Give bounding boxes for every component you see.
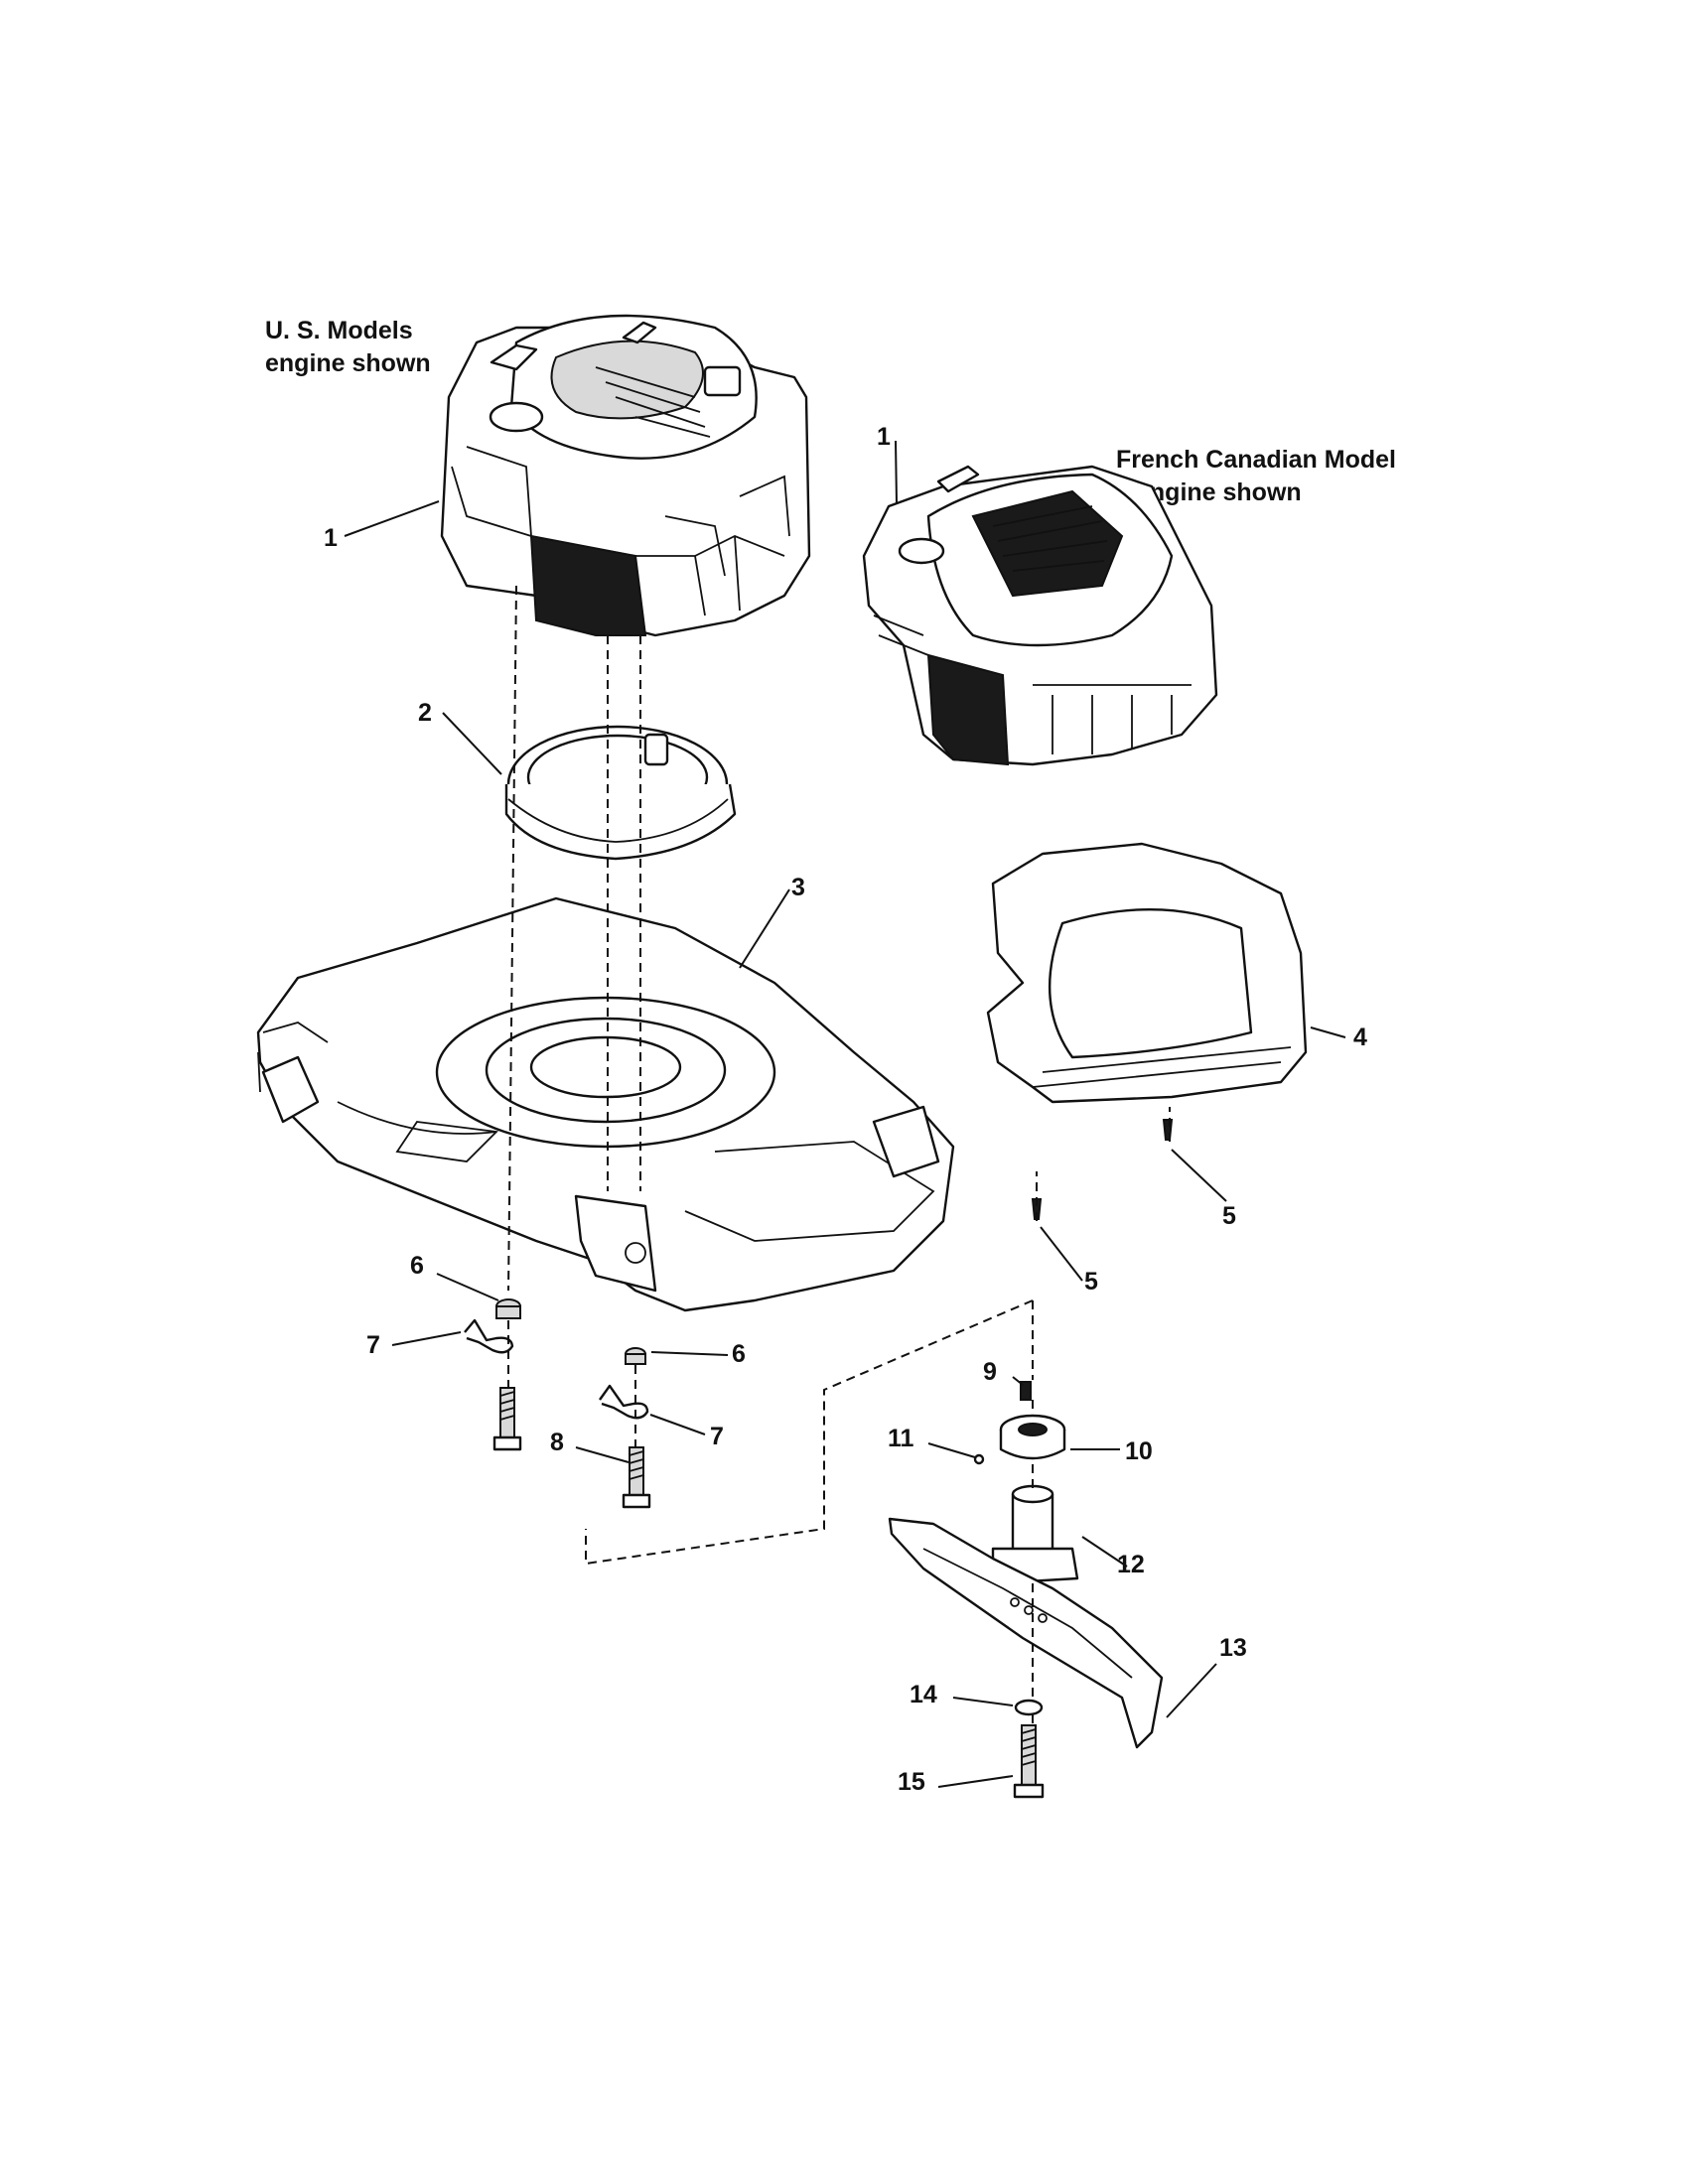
rear-shield [986, 842, 1308, 1104]
baffle-ring [504, 725, 737, 861]
callout-6-right: 6 [732, 1340, 746, 1368]
alignment-lines [507, 585, 1171, 1725]
callout-10: 10 [1125, 1437, 1153, 1465]
blade [888, 1517, 1164, 1749]
set-screw [973, 1453, 985, 1465]
callout-13: 13 [1219, 1634, 1247, 1662]
caption-us-models-line2: engine shown [265, 349, 431, 377]
caption-french-canadian-line2: engine shown [1136, 478, 1302, 506]
callout-9: 9 [983, 1358, 997, 1386]
link-right [599, 1384, 649, 1420]
spacer-right [625, 1347, 646, 1365]
caption-french-canadian: French Canadian Model engine shown [1116, 444, 1396, 509]
callout-3: 3 [791, 874, 805, 901]
french-canadian-engine [862, 465, 1218, 766]
callout-6-left: 6 [410, 1252, 424, 1280]
callout-11: 11 [888, 1425, 914, 1452]
washer [1014, 1699, 1044, 1716]
callout-12: 12 [1117, 1551, 1145, 1578]
callout-15: 15 [898, 1768, 925, 1796]
leader-lines [344, 440, 1346, 1788]
caption-french-canadian-line1: French Canadian Model [1116, 446, 1396, 474]
callout-1-fc: 1 [877, 423, 891, 451]
blade-adapter [999, 1414, 1066, 1460]
blade-bolt [1013, 1724, 1045, 1799]
caption-us-models-line1: U. S. Models [265, 317, 413, 344]
mower-deck [256, 896, 955, 1312]
callout-5-lower: 5 [1084, 1268, 1098, 1296]
caption-us-models: U. S. Models engine shown [265, 315, 431, 380]
us-engine [440, 314, 811, 637]
callout-2: 2 [418, 699, 432, 727]
key [1020, 1381, 1032, 1401]
bolt-right [622, 1446, 651, 1509]
callout-1-us: 1 [324, 524, 338, 552]
bolt-left [492, 1387, 522, 1451]
callout-4: 4 [1353, 1024, 1367, 1051]
callout-7-right: 7 [710, 1423, 724, 1450]
link-left [464, 1318, 514, 1354]
callout-5-upper: 5 [1222, 1202, 1236, 1230]
callout-14: 14 [910, 1681, 937, 1708]
callout-7-left: 7 [366, 1331, 380, 1359]
screw-lower [1031, 1198, 1043, 1220]
callout-8: 8 [550, 1429, 564, 1456]
callouts: 1 1 2 3 4 5 5 6 6 7 7 8 9 10 11 12 13 14… [324, 423, 1367, 1796]
spacer-left [495, 1298, 521, 1319]
